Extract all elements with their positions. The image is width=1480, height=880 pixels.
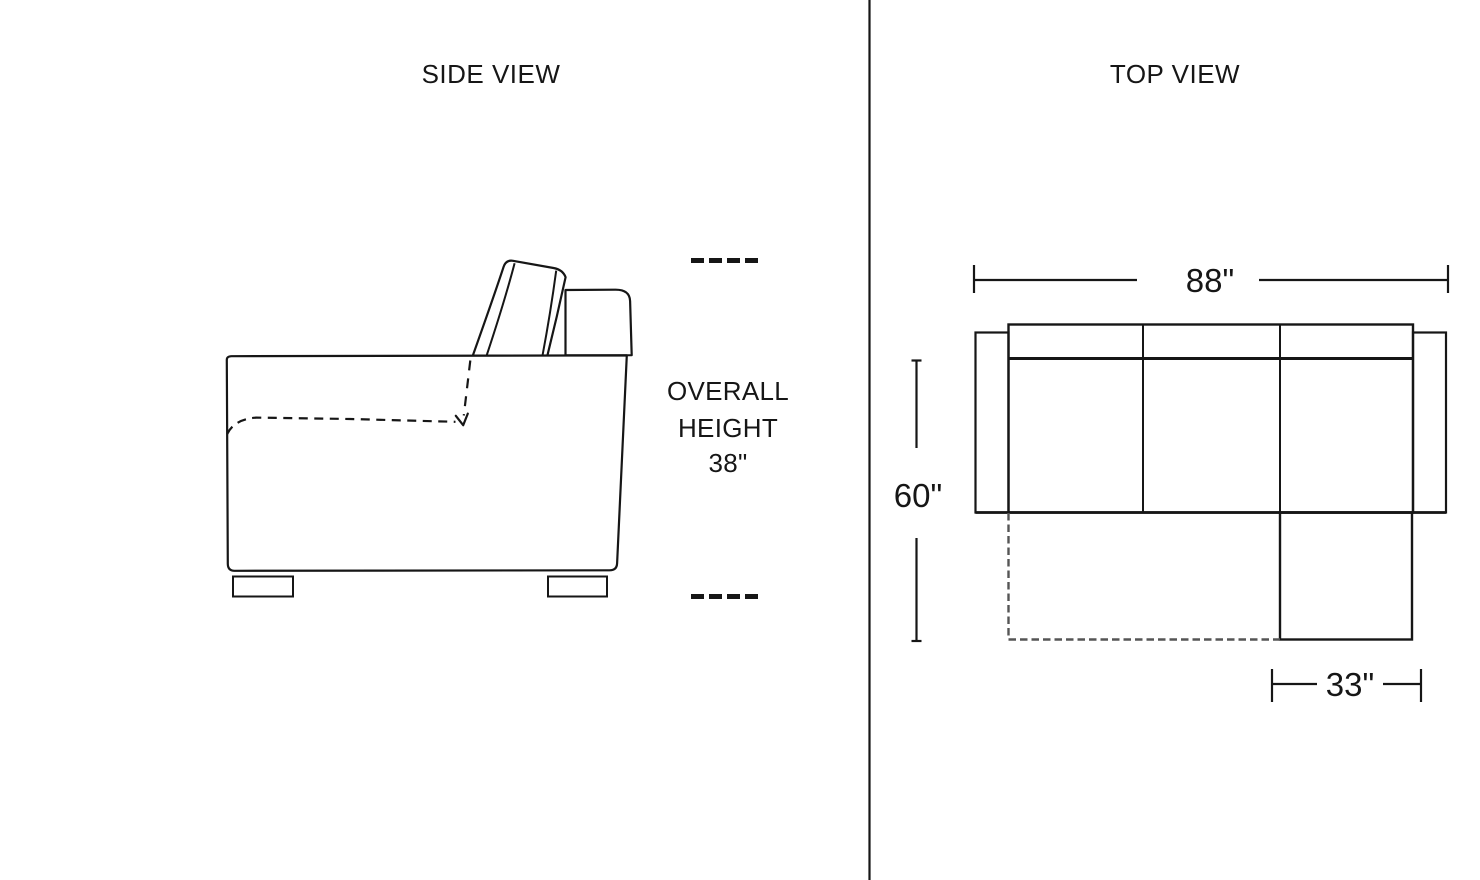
- armrest-left: [974, 331, 1010, 514]
- chaise-dimension: 33": [1270, 666, 1423, 703]
- depth-dim-value: 60": [894, 477, 942, 514]
- cushion-drop-dashed-line: [462, 360, 472, 416]
- top-view-title: TOP VIEW: [1110, 59, 1240, 89]
- width-dim-value: 88": [1186, 262, 1234, 299]
- dashed-arrowhead: [454, 412, 469, 427]
- chaise-alternate-dashed-outline: [1007, 513, 1280, 641]
- sofa-side-drawing: [225, 259, 633, 598]
- side-view-title: SIDE VIEW: [422, 59, 561, 89]
- overall-height-value: 38": [708, 448, 747, 478]
- sofa-back-outline: [564, 288, 633, 357]
- overall-height-line1: OVERALL: [667, 376, 789, 406]
- height-extent-marks: [691, 258, 758, 599]
- chaise-section-outline: [1278, 511, 1414, 641]
- top-view-panel: TOP VIEW: [894, 59, 1450, 703]
- overall-height-label: OVERALL HEIGHT 38": [667, 376, 789, 478]
- side-view-panel: SIDE VIEW: [225, 59, 789, 599]
- sofa-body-outline: [225, 354, 628, 572]
- back-cushion-seam-right: [541, 270, 558, 356]
- armrest-right: [1411, 331, 1448, 514]
- width-dimension: 88": [972, 262, 1450, 299]
- sofa-top-drawing: [974, 323, 1448, 641]
- back-cushion-outline: [471, 259, 567, 357]
- chaise-dim-value: 33": [1326, 666, 1374, 703]
- sofa-top-body-outline: [1007, 323, 1415, 514]
- depth-dimension: 60": [894, 359, 942, 643]
- sofa-foot-right: [547, 575, 608, 598]
- back-cushion-seam-left: [485, 262, 516, 356]
- sofa-foot-left: [232, 575, 294, 598]
- overall-height-line2: HEIGHT: [678, 413, 778, 443]
- seat-depth-dashed-line: [226, 416, 456, 435]
